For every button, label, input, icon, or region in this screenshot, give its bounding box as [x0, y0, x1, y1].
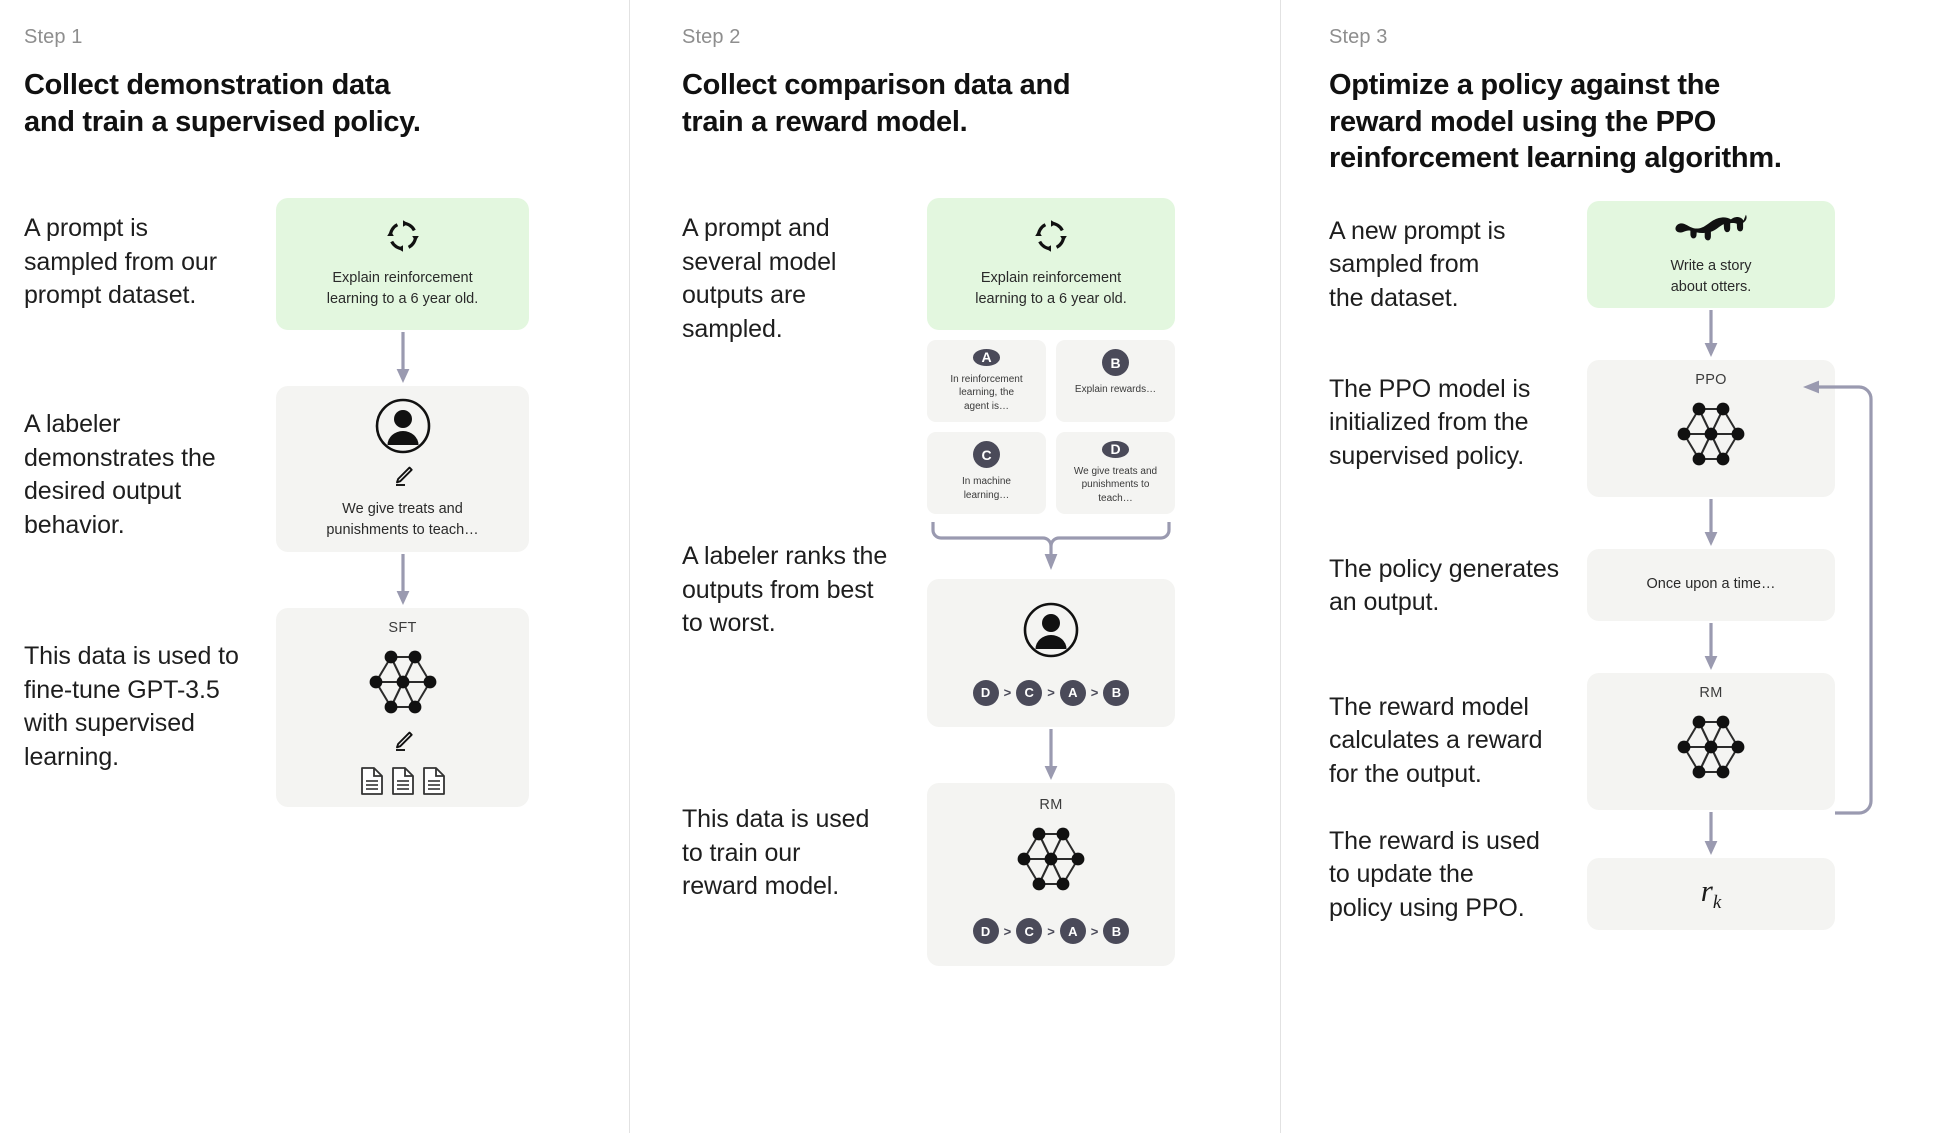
- step-2-output-card-a: A In reinforcement learning, the agent i…: [927, 340, 1046, 423]
- step-3-prompt-text: Write a story about otters.: [1670, 257, 1752, 295]
- step-2-description-1: A prompt and several model outputs are s…: [682, 214, 837, 343]
- step-2-labeler-card: D > C > A > B: [927, 579, 1175, 728]
- badge-a: A: [973, 349, 1000, 366]
- step-1-description-3: This data is used to fine-tune GPT-3.5 w…: [24, 642, 239, 771]
- neural-network-icon: [1665, 707, 1757, 792]
- rank-separator: >: [1090, 923, 1099, 939]
- rank-badge-2: C: [1016, 679, 1043, 706]
- step-2-output-card-c: C In machine learning…: [927, 432, 1046, 515]
- reward-symbol: rk: [1700, 873, 1722, 914]
- step-3-description-4: The reward model calculates a reward for…: [1329, 692, 1543, 788]
- neural-network-icon: [1005, 819, 1097, 904]
- arrow-down-icon: [1701, 308, 1721, 360]
- step-3-ppo-tag: PPO: [1695, 371, 1727, 388]
- person-icon: [1022, 601, 1080, 664]
- rank-badge-4: B: [1103, 679, 1130, 706]
- step-3-rm-tag: RM: [1699, 684, 1723, 701]
- step-1-labeler-text: We give treats and punishments to teach…: [326, 501, 479, 539]
- step-2-output-card-d: D We give treats and punishments to teac…: [1056, 432, 1175, 515]
- output-text-b: Explain rewards…: [1074, 384, 1157, 396]
- cycle-arrows-icon: [386, 219, 420, 258]
- step-2-rm-card: RM: [927, 783, 1175, 967]
- neural-network-icon: [1665, 394, 1757, 479]
- step-1-title: Collect demonstration data and train a s…: [24, 69, 421, 138]
- rank-badge-3: A: [1059, 679, 1086, 706]
- step-3-label: Step 3: [1329, 26, 1388, 48]
- step-3-reward-card: rk: [1587, 857, 1835, 930]
- step-2-description-3: This data is used to train our reward mo…: [682, 805, 870, 901]
- step-2-rm-tag: RM: [1039, 797, 1063, 814]
- arrow-down-icon: [1701, 810, 1721, 858]
- rank-badge-3: A: [1059, 918, 1086, 945]
- arrow-down-icon: [1701, 497, 1721, 549]
- step-1-prompt-text: Explain reinforcement learning to a 6 ye…: [326, 269, 479, 307]
- output-text-c: In machine learning…: [962, 476, 1011, 501]
- person-icon: [374, 397, 432, 460]
- cycle-arrows-icon: [1034, 219, 1068, 258]
- step-2-prompt-card: Explain reinforcement learning to a 6 ye…: [927, 198, 1175, 331]
- step-1-prompt-card: Explain reinforcement learning to a 6 ye…: [276, 198, 529, 331]
- arrow-down-icon: [1701, 621, 1721, 673]
- step-2-output-card-b: B Explain rewards…: [1056, 340, 1175, 423]
- step-3-description-1: A new prompt is sampled from the dataset…: [1329, 216, 1506, 312]
- step-3-output-card: Once upon a time…: [1587, 548, 1835, 621]
- step-3-column: Step 3 Optimize a policy against the rew…: [1280, 0, 1936, 1133]
- step-3-description-2: The PPO model is initialized from the su…: [1329, 374, 1531, 470]
- step-2-label: Step 2: [682, 26, 741, 48]
- step-1-labeler-card: We give treats and punishments to teach…: [276, 386, 529, 553]
- rank-separator: >: [1090, 685, 1099, 701]
- pencil-icon: [391, 464, 415, 493]
- step-2-description-2: A labeler ranks the outputs from best to…: [682, 542, 888, 638]
- rank-separator: >: [1003, 923, 1012, 939]
- step-3-prompt-card: Write a story about otters.: [1587, 200, 1835, 308]
- rank-separator: >: [1047, 923, 1055, 939]
- step-3-rm-card: RM: [1587, 672, 1835, 810]
- step-1-label: Step 1: [24, 26, 83, 48]
- step-3-description-5: The reward is used to update the policy …: [1329, 826, 1540, 922]
- step-2-column: Step 2 Collect comparison data and train…: [629, 0, 1280, 1133]
- arrow-down-icon: [393, 330, 413, 386]
- step-3-output-text: Once upon a time…: [1646, 576, 1776, 593]
- output-text-d: We give treats and punishments to teach…: [1073, 465, 1158, 504]
- step-2-title: Collect comparison data and train a rewa…: [682, 69, 1071, 138]
- documents-icon: [359, 766, 447, 796]
- step-1-column: Step 1 Collect demonstration data and tr…: [0, 0, 629, 1133]
- merge-brace-arrow-icon: [927, 516, 1175, 579]
- step-1-sft-tag: SFT: [388, 619, 417, 636]
- badge-d: D: [1102, 441, 1129, 458]
- step-1-description-2: A labeler demonstrates the desired outpu…: [24, 410, 216, 539]
- pencil-icon: [391, 729, 415, 758]
- step-2-ranking: D > C > A > B: [972, 679, 1130, 706]
- output-text-a: In reinforcement learning, the agent is…: [950, 373, 1023, 412]
- step-2-prompt-text: Explain reinforcement learning to a 6 ye…: [975, 269, 1127, 307]
- rank-separator: >: [1003, 685, 1012, 701]
- step-1-sft-card: SFT: [276, 608, 529, 808]
- rank-badge-1: D: [972, 918, 999, 945]
- rank-badge-2: C: [1016, 918, 1043, 945]
- rank-separator: >: [1047, 685, 1055, 701]
- step-1-description-1: A prompt is sampled from our prompt data…: [24, 214, 217, 310]
- step-3-title: Optimize a policy against the reward mod…: [1329, 69, 1782, 175]
- badge-b: B: [1102, 349, 1129, 377]
- neural-network-icon: [357, 642, 449, 727]
- step-2-rm-ranking: D > C > A > B: [972, 918, 1130, 945]
- rank-badge-4: B: [1103, 918, 1130, 945]
- otter-icon: [1675, 211, 1747, 250]
- arrow-down-icon: [393, 552, 413, 608]
- step-3-description-3: The policy generates an output.: [1329, 554, 1560, 617]
- rank-badge-1: D: [972, 679, 999, 706]
- badge-c: C: [973, 441, 1000, 469]
- arrow-down-icon: [1041, 727, 1061, 783]
- step-3-ppo-card: PPO: [1587, 359, 1835, 497]
